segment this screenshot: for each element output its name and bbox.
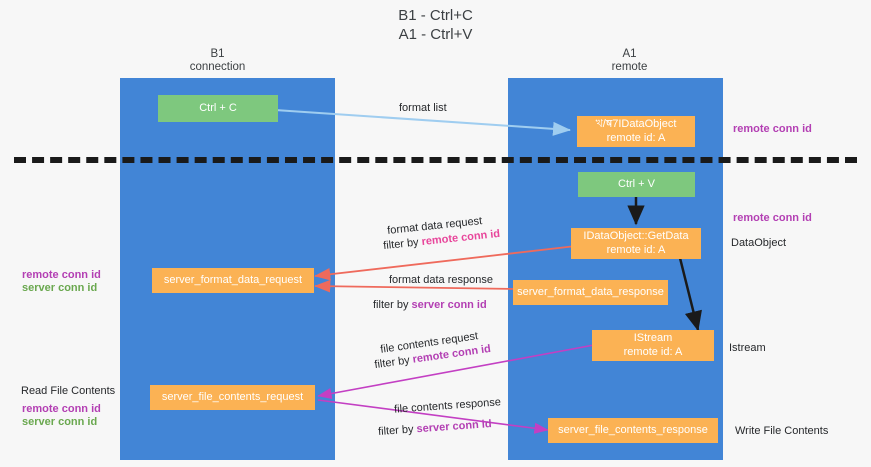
box-idataobject-line1: খ/ष7IDataObject bbox=[595, 118, 677, 130]
annotation-left-remote-conn-id: remote conn id bbox=[22, 269, 101, 281]
annotation-left-remote-conn-id-2: remote conn id bbox=[22, 403, 101, 415]
filter-prefix: filter by bbox=[373, 299, 412, 311]
edge-label-format-data-response: format data response bbox=[389, 274, 493, 286]
box-server-file-contents-request-label: server_file_contents_request bbox=[161, 390, 304, 403]
box-getdata[interactable]: IDataObject::GetData remote id: A bbox=[571, 228, 701, 259]
annotation-left-server-conn-id: server conn id bbox=[22, 282, 98, 294]
column-header-a1: A1 remote bbox=[562, 48, 697, 74]
annotation-right-remote-conn-id-top: remote conn id bbox=[733, 123, 812, 135]
arrow-file-contents-response bbox=[317, 399, 549, 434]
annotation-left-server-conn-id-2: server conn id bbox=[22, 416, 98, 428]
box-ctrl-v[interactable]: Ctrl + V bbox=[578, 172, 695, 197]
arrow-getdata-to-istream bbox=[678, 257, 702, 332]
arrow-format-data-response bbox=[314, 279, 516, 293]
page-title: B1 - Ctrl+C A1 - Ctrl+V bbox=[0, 6, 871, 44]
filter-prefix: filter by bbox=[382, 236, 423, 253]
box-istream-line1: IStream bbox=[633, 332, 673, 344]
box-getdata-line1: IDataObject::GetData bbox=[583, 230, 689, 242]
box-istream[interactable]: IStream remote id: A bbox=[592, 330, 714, 361]
arrow-format-data-request bbox=[314, 245, 577, 281]
box-idataobject-line2: remote id: A bbox=[606, 131, 666, 144]
box-istream-line2: remote id: A bbox=[623, 345, 683, 358]
annotation-right-write-file-contents: Write File Contents bbox=[735, 425, 829, 437]
filter-prefix: filter by bbox=[377, 423, 417, 438]
annotation-right-istream: Istream bbox=[729, 342, 766, 354]
arrow-file-contents-request bbox=[317, 344, 595, 400]
box-ctrl-v-label: Ctrl + V bbox=[618, 177, 655, 190]
box-server-file-contents-response-label: server_file_contents_response bbox=[558, 423, 708, 436]
box-server-file-contents-request[interactable]: server_file_contents_request bbox=[150, 385, 315, 410]
filter-key-server-conn-id: server conn id bbox=[411, 299, 487, 311]
annotation-right-remote-conn-id-mid: remote conn id bbox=[733, 212, 812, 224]
box-server-format-data-request-label: server_format_data_request bbox=[163, 273, 303, 286]
title-line-2: A1 - Ctrl+V bbox=[398, 26, 473, 43]
edge-label-format-list: format list bbox=[399, 102, 447, 114]
edge-label-format-data-response-filter: filter by server conn id bbox=[373, 298, 487, 312]
column-header-b1: B1 connection bbox=[150, 48, 285, 74]
column-header-a1-sub: remote bbox=[611, 61, 648, 73]
box-idataobject[interactable]: খ/ष7IDataObject remote id: A bbox=[577, 116, 695, 147]
column-header-b1-sub: connection bbox=[189, 61, 246, 73]
box-server-format-data-request[interactable]: server_format_data_request bbox=[152, 268, 314, 293]
section-divider bbox=[14, 157, 857, 163]
box-ctrl-c[interactable]: Ctrl + C bbox=[158, 95, 278, 122]
annotation-left-read-file-contents: Read File Contents bbox=[21, 385, 116, 397]
arrow-format-list bbox=[274, 109, 571, 136]
column-header-b1-name: B1 bbox=[210, 48, 225, 60]
title-line-1: B1 - Ctrl+C bbox=[398, 7, 473, 24]
annotation-right-dataobject: DataObject bbox=[731, 237, 787, 249]
box-server-format-data-response-label: server_format_data_response bbox=[517, 285, 664, 298]
box-server-file-contents-response[interactable]: server_file_contents_response bbox=[548, 418, 718, 443]
box-getdata-line2: remote id: A bbox=[606, 243, 666, 256]
box-ctrl-c-label: Ctrl + C bbox=[199, 101, 237, 114]
box-server-format-data-response[interactable]: server_format_data_response bbox=[513, 280, 668, 305]
column-header-a1-name: A1 bbox=[622, 48, 637, 60]
